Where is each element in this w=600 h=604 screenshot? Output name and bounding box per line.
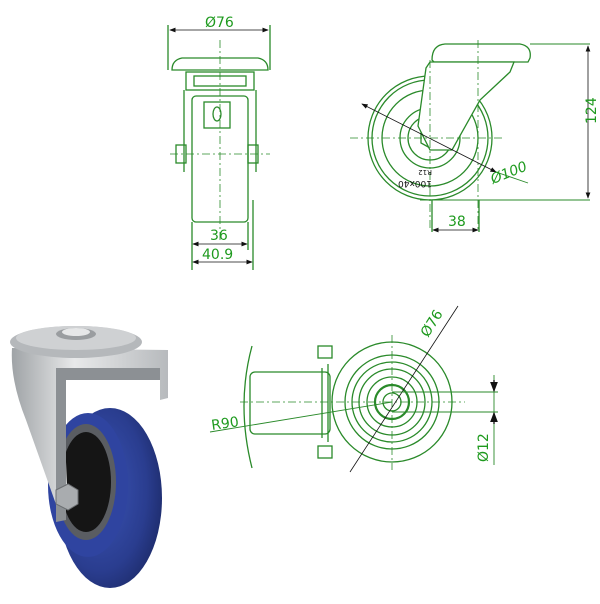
dim-front-wheel-width: 36: [210, 228, 228, 244]
dim-bolt-hole-diameter: Ø12: [476, 433, 492, 462]
castor-product-image: [10, 326, 169, 588]
dim-front-overall-width: 40.9: [202, 247, 233, 263]
dim-swivel-radius: R90: [210, 414, 240, 434]
front-view: [167, 25, 271, 270]
dim-front-plate-diameter: Ø76: [205, 15, 234, 31]
dim-offset: 38: [448, 214, 466, 230]
dim-overall-height: 124: [584, 97, 600, 124]
dim-top-plate-diameter: Ø76: [418, 307, 447, 340]
top-view: [209, 305, 498, 473]
dim-wheel-diameter: Ø100: [488, 159, 530, 188]
side-view: [350, 40, 591, 233]
wheel-marking-size: 100x40: [398, 178, 432, 188]
wheel-marking-radius: R12: [418, 168, 432, 176]
